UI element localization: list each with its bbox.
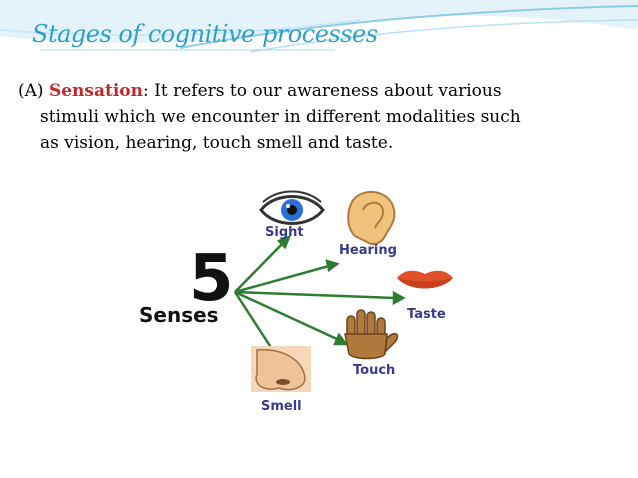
body-line-1: (A) Sensation: It refers to our awarenes… xyxy=(18,78,618,104)
arrow-to-taste xyxy=(234,290,396,300)
arrowhead-hearing xyxy=(325,259,340,273)
nose-icon xyxy=(251,346,311,392)
label-smell: Smell xyxy=(261,399,302,414)
arrowhead-sight xyxy=(276,234,292,250)
body-line-3: as vision, hearing, touch smell and tast… xyxy=(40,133,394,153)
slide-title: Stages of cognitive processes xyxy=(32,20,378,48)
arrow-to-touch xyxy=(234,290,340,342)
arrow-to-hearing xyxy=(234,264,330,294)
five-senses-diagram: 5 Senses Sight Hearing Taste xyxy=(133,188,463,414)
senses-caption: Senses xyxy=(139,303,219,327)
arrowhead-touch xyxy=(333,332,349,346)
definition-text: : It refers to our awareness about vario… xyxy=(143,81,502,101)
label-taste: Taste xyxy=(407,307,446,322)
arrowhead-taste xyxy=(392,290,406,306)
eye-icon xyxy=(259,190,325,225)
body-line-2: stimuli which we encounter in different … xyxy=(40,107,521,127)
label-sight: Sight xyxy=(265,225,304,240)
list-marker: (A) xyxy=(18,81,49,101)
label-hearing: Hearing xyxy=(339,243,397,258)
hand-icon xyxy=(344,309,399,360)
ear-icon xyxy=(347,190,396,245)
arrow-to-sight xyxy=(234,242,284,293)
number-five: 5 xyxy=(189,242,234,316)
body-paragraph: (A) Sensation: It refers to our awarenes… xyxy=(18,78,618,156)
lips-icon xyxy=(397,270,453,289)
term-sensation: Sensation xyxy=(48,81,144,101)
header-swoosh-decoration xyxy=(0,0,638,53)
label-touch: Touch xyxy=(353,363,395,378)
